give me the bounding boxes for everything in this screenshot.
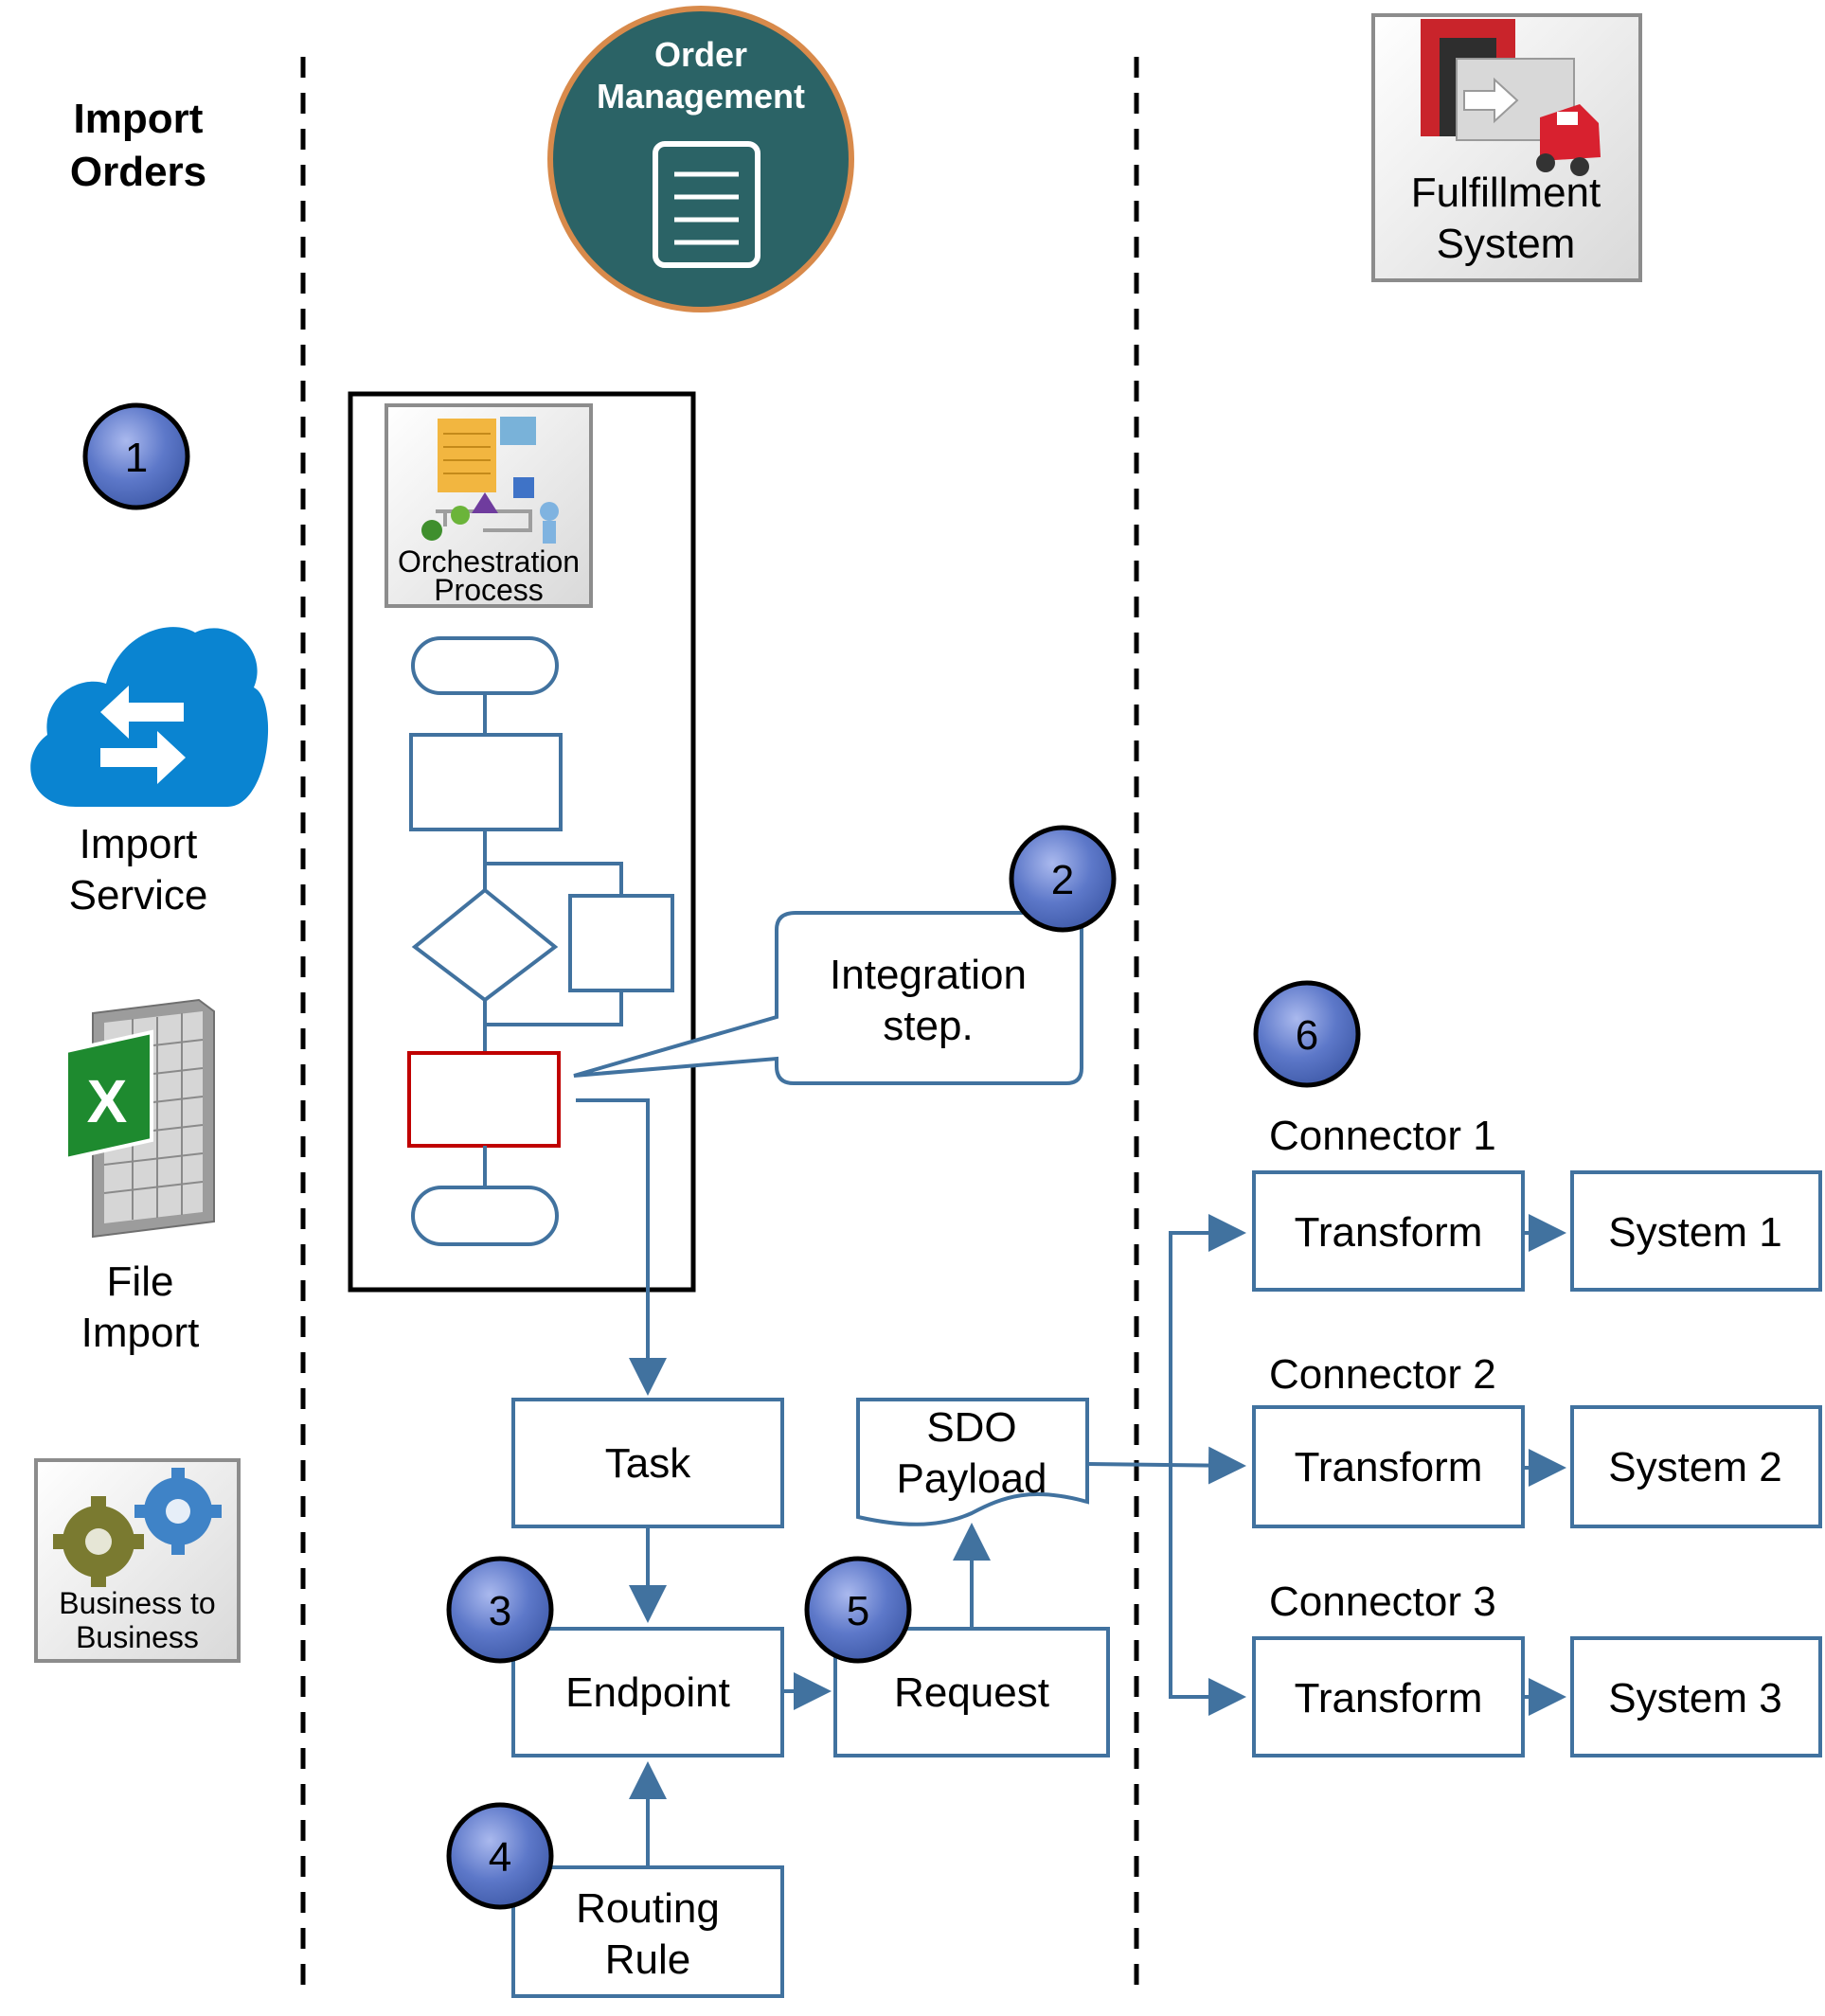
svg-text:Order: Order [654, 35, 747, 74]
svg-text:System 2: System 2 [1608, 1444, 1781, 1490]
system-box [1570, 1170, 1822, 1292]
svg-text:X: X [87, 1067, 128, 1135]
svg-text:Request: Request [894, 1669, 1049, 1716]
flow-decision [411, 887, 559, 1003]
b2b-label: Business to [59, 1586, 215, 1620]
fulfillment-system-tile: Fulfillment System [1371, 13, 1642, 282]
svg-text:Payload: Payload [896, 1455, 1047, 1502]
system-box [1570, 1636, 1822, 1757]
routing-rule-box: Routing Rule [511, 1865, 784, 1998]
connector-2: Connector 2 Transform System 2 [1252, 1351, 1822, 1528]
svg-text:Transform: Transform [1295, 1444, 1483, 1490]
flow-side-process [568, 894, 674, 992]
task-box: Task [511, 1398, 784, 1528]
orchestration-process-tile: Orchestration Process [385, 403, 593, 608]
svg-text:System 1: System 1 [1608, 1209, 1781, 1256]
svg-text:5: 5 [847, 1588, 869, 1634]
svg-text:3: 3 [489, 1588, 511, 1634]
badge-6: 6 [1253, 980, 1361, 1088]
svg-text:Process: Process [434, 573, 544, 607]
badge-3: 3 [446, 1556, 554, 1664]
badge-2: 2 [1009, 825, 1117, 933]
transform-box [1252, 1405, 1525, 1528]
flow-end [411, 1186, 559, 1246]
document-icon [653, 141, 760, 268]
svg-text:Fulfillment: Fulfillment [1411, 169, 1601, 216]
sdo-payload-doc: SDO Payload [856, 1398, 1089, 1526]
integration-step-box [407, 1051, 561, 1148]
svg-text:Transform: Transform [1295, 1675, 1483, 1722]
import-orders-title: Orders [70, 149, 206, 195]
svg-text:1: 1 [125, 435, 148, 481]
badge-5: 5 [804, 1556, 912, 1664]
b2b-label: Business [76, 1620, 199, 1654]
svg-text:Management: Management [597, 77, 805, 116]
connector-label: Connector 3 [1269, 1579, 1496, 1625]
integration-step-callout: Integration step. [573, 911, 1083, 1085]
badge-4: 4 [446, 1802, 554, 1910]
svg-text:2: 2 [1051, 857, 1074, 903]
transform-box [1252, 1170, 1525, 1292]
gears-icon [53, 1468, 222, 1587]
file-import-label: Import [81, 1310, 200, 1356]
svg-text:SDO: SDO [926, 1404, 1016, 1451]
flowchart [407, 636, 674, 1246]
business-to-business-tile: Business to Business [34, 1458, 241, 1663]
file-import-label: File [107, 1258, 174, 1305]
import-orders-title: Import [74, 96, 204, 142]
svg-text:6: 6 [1296, 1012, 1318, 1059]
flow-process [409, 733, 563, 831]
import-service-label: Service [69, 872, 208, 919]
svg-text:Routing: Routing [576, 1885, 720, 1932]
connector-1: Connector 1 Transform System 1 [1252, 1113, 1822, 1292]
svg-text:Integration: Integration [830, 952, 1027, 998]
integration-to-task-arrow [576, 1098, 667, 1396]
connector-3: Connector 3 Transform System 3 [1252, 1579, 1822, 1757]
orchestration-container [348, 391, 696, 1293]
svg-text:Rule: Rule [605, 1936, 691, 1983]
svg-text:4: 4 [489, 1834, 511, 1881]
delivery-truck-icon [1421, 19, 1601, 176]
connector-label: Connector 2 [1269, 1351, 1496, 1398]
sdo-to-connectors-arrows [1086, 1214, 1246, 1716]
svg-text:step.: step. [883, 1003, 973, 1049]
import-service-label: Import [80, 821, 198, 867]
flow-start [411, 636, 559, 695]
svg-text:System 3: System 3 [1608, 1675, 1781, 1722]
system-box [1570, 1405, 1822, 1528]
svg-text:Task: Task [605, 1440, 691, 1487]
endpoint-box: Endpoint [511, 1627, 784, 1757]
cloud-sync-icon [30, 627, 269, 807]
excel-file-icon: X [64, 998, 215, 1239]
svg-text:Orchestration: Orchestration [398, 544, 580, 579]
order-management-badge: Order Management [547, 6, 854, 312]
svg-text:Transform: Transform [1295, 1209, 1483, 1256]
connector-label: Connector 1 [1269, 1113, 1496, 1159]
svg-text:System: System [1437, 221, 1576, 267]
badge-1: 1 [82, 402, 190, 510]
svg-text:Endpoint: Endpoint [565, 1669, 730, 1716]
